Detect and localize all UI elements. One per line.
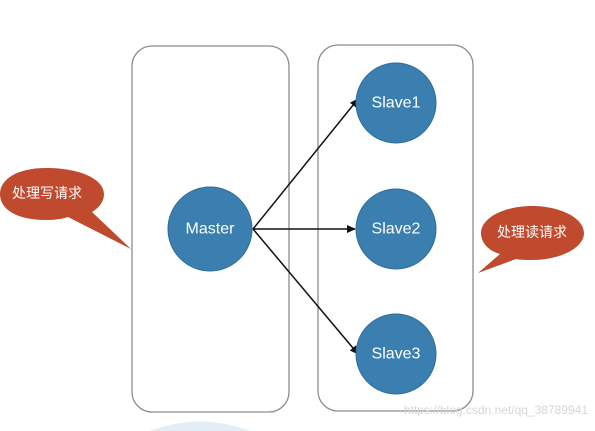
slave3-label: Slave3 [372,346,421,363]
write-request-callout: 处理写请求 [0,168,131,249]
read-request-callout: 处理读请求 [478,206,584,273]
read-callout-bubble [478,206,584,273]
write-callout-bubble [0,168,131,249]
slave2-circle [355,188,437,270]
slave1-node: Slave1 [355,62,437,144]
write-callout-text: 处理写请求 [12,186,82,202]
master-label: Master [186,221,236,238]
slave1-label: Slave1 [372,95,421,112]
read-callout-text: 处理读请求 [497,224,567,241]
slave1-circle [355,62,437,144]
arrow-master-to-slave1 [252,98,359,230]
slave3-circle [355,313,437,395]
watermark-text: https://blog.csdn.net/qq_38789941 [404,403,588,417]
slave2-node: Slave2 [355,188,437,270]
arrow-master-to-slave3 [252,228,359,355]
master-circle [167,186,253,272]
master-node: Master [167,186,253,272]
slave3-node: Slave3 [355,313,437,395]
bottom-decoration [150,421,250,431]
slave2-label: Slave2 [372,221,421,238]
